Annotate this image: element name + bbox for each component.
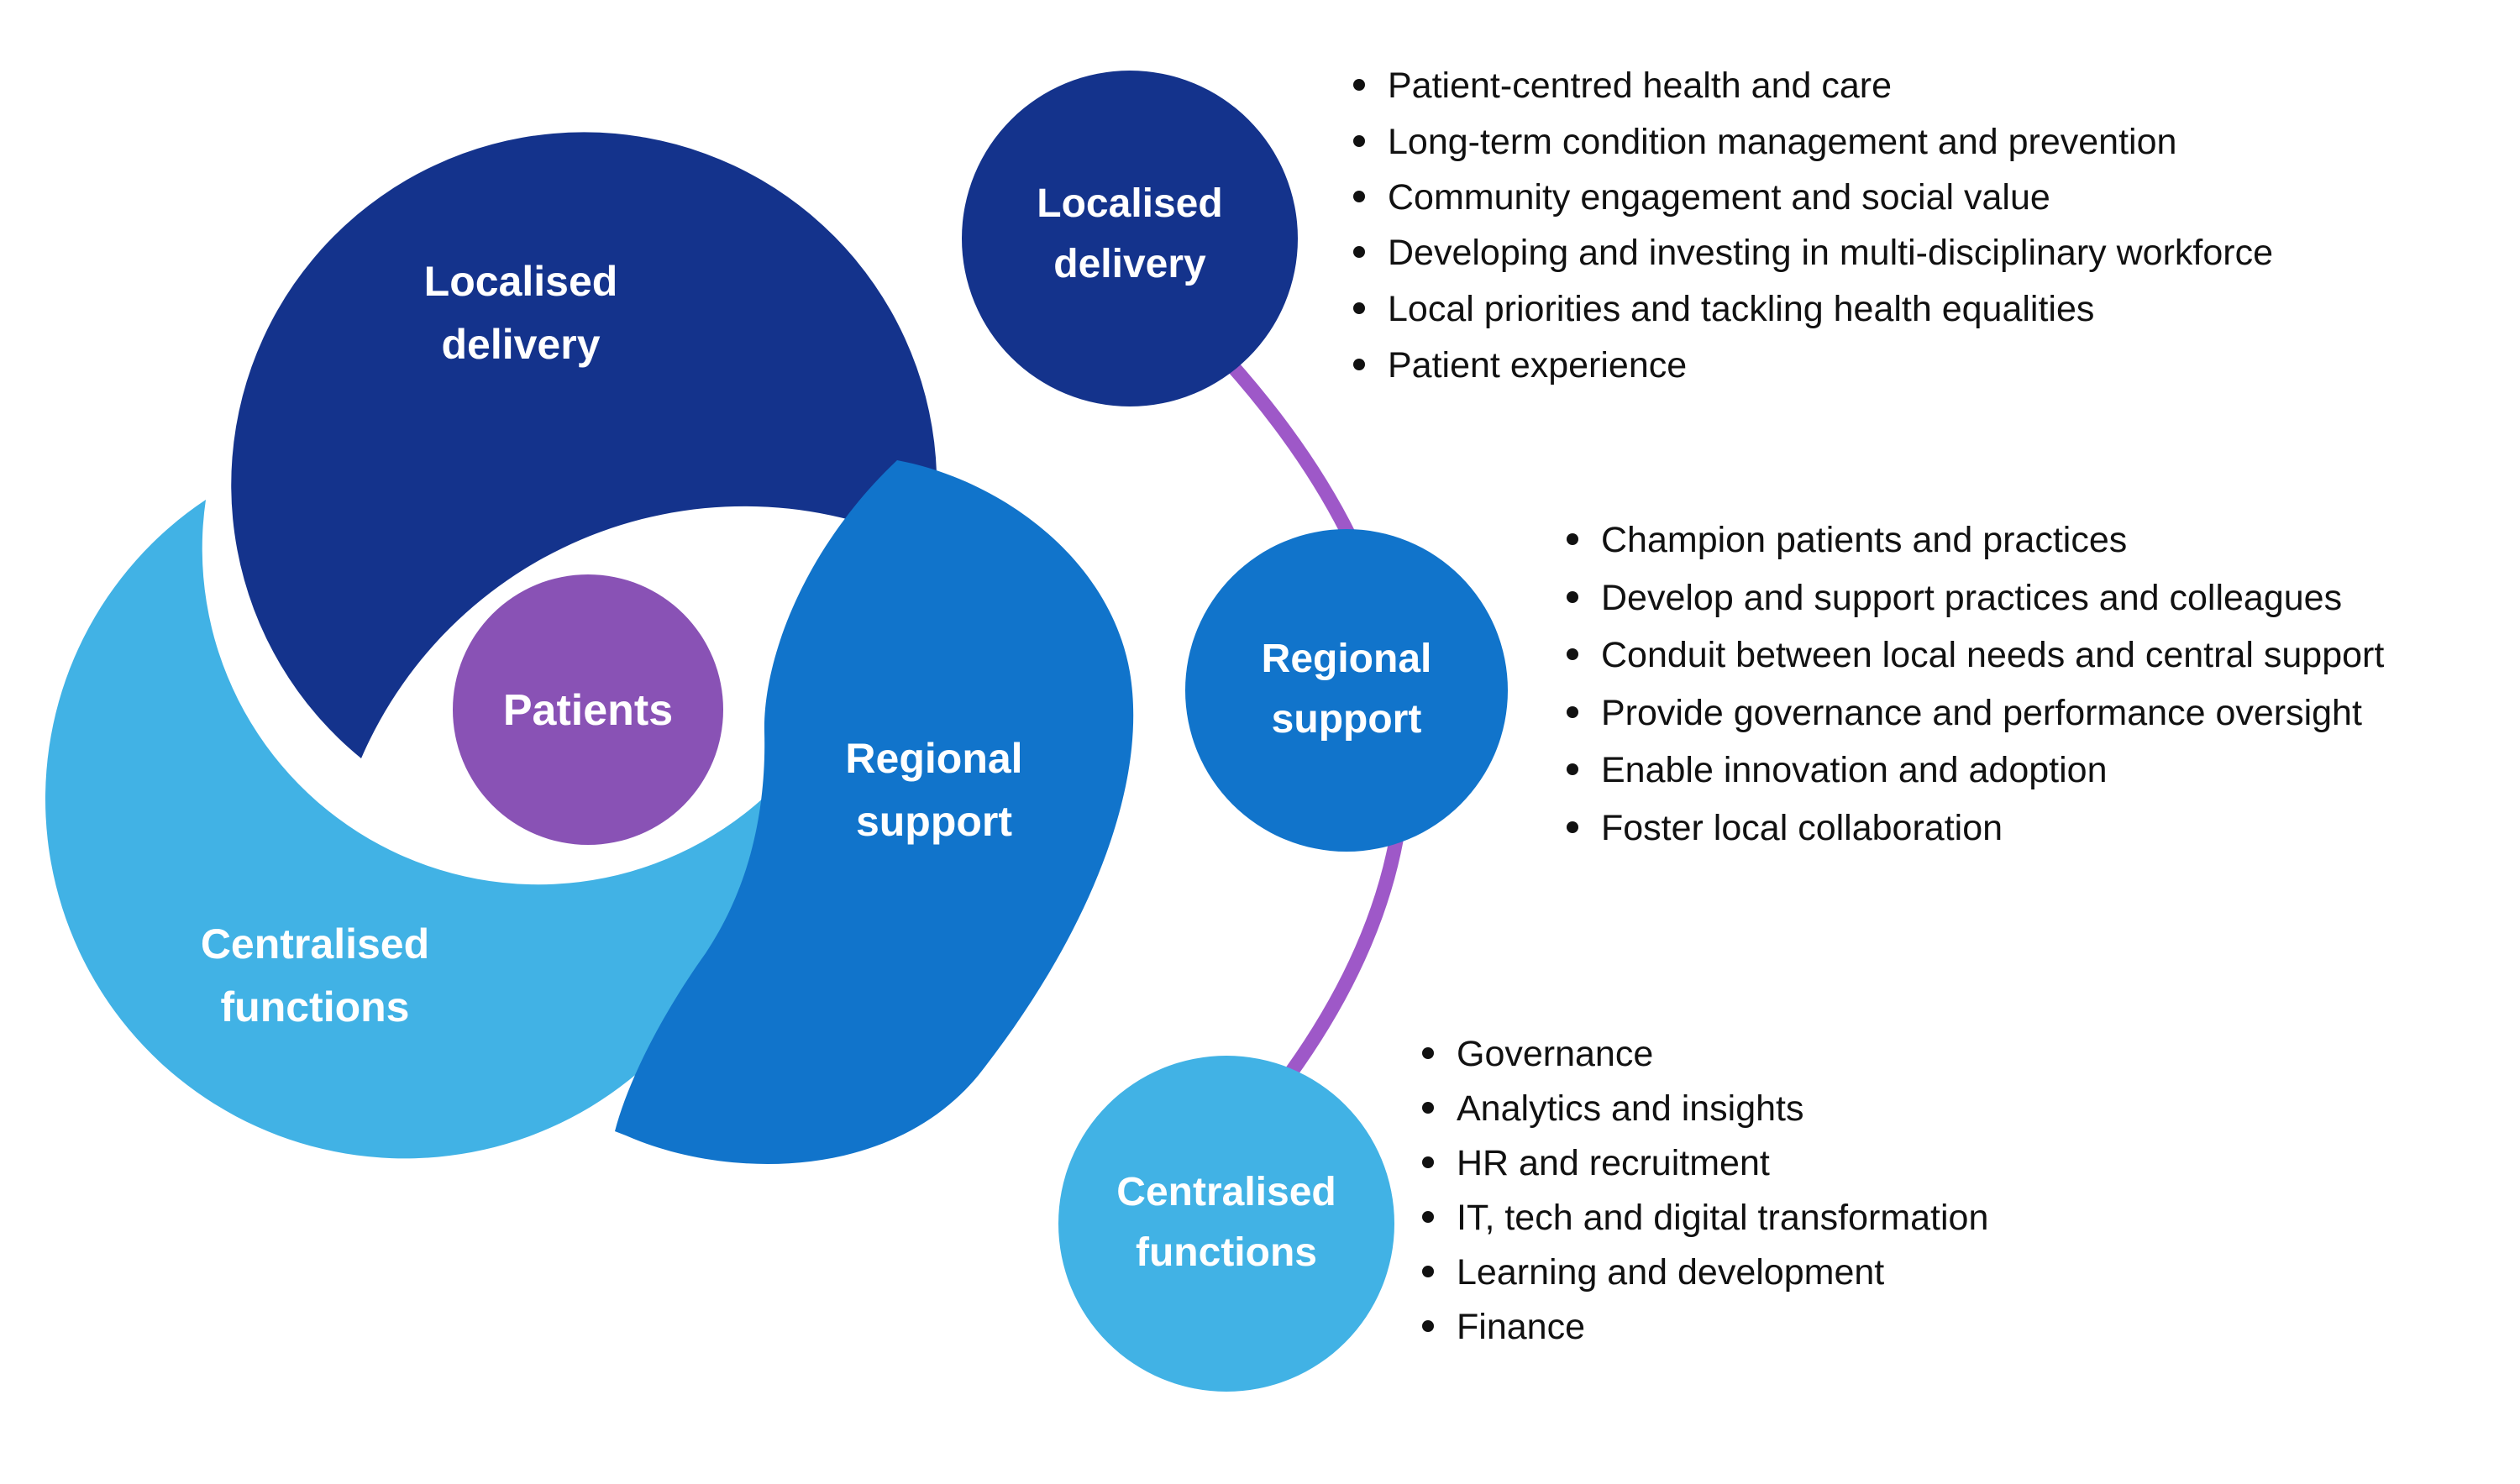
bullet-item-text: Local priorities and tackling health equ… [1388,289,2094,329]
bullet-dot [1422,1211,1434,1223]
list-item: Governance [1422,1034,1653,1074]
blade-label-localised-line2: delivery [441,321,600,368]
bullet-dot [1422,1102,1434,1114]
blade-centralised-functions [45,500,765,1159]
bullet-dot [1567,533,1578,545]
list-item: Community engagement and social value [1353,177,2050,218]
list-item: Developing and investing in multi-discip… [1353,233,2273,273]
bullet-dot [1353,191,1365,202]
bullet-dot [1422,1047,1434,1059]
list-item: Finance [1422,1307,1585,1347]
bullet-dot [1422,1320,1434,1332]
bullet-item-text: Patient-centred health and care [1388,66,1892,106]
bullet-dot [1353,246,1365,258]
satellite-centralised-functions: Centralised functions [1058,1056,1394,1392]
list-item: Conduit between local needs and central … [1567,635,2384,675]
bullet-item-text: Finance [1457,1307,1585,1347]
bullet-item-text: HR and recruitment [1457,1143,1770,1183]
bullet-dot [1353,79,1365,91]
bullet-list-regional-support: Champion patients and practices Develop … [1567,520,2384,848]
satellite-circle-centralised [1058,1056,1394,1392]
bullet-dot [1353,135,1365,147]
blade-localised-delivery [231,132,937,758]
bullet-item-text: Analytics and insights [1457,1088,1804,1129]
blade-label-centralised-line1: Centralised [201,920,429,967]
list-item: Long-term condition management and preve… [1353,122,2176,162]
satellite-label-centralised-line2: functions [1136,1230,1317,1275]
bullet-dot [1353,302,1365,314]
bullet-dot [1353,359,1365,370]
bullet-dot [1567,591,1578,603]
bullet-item-text: Conduit between local needs and central … [1601,635,2384,675]
bullet-item-text: Enable innovation and adoption [1601,750,2108,790]
bullet-item-text: Developing and investing in multi-discip… [1388,233,2273,273]
bullet-item-text: Long-term condition management and preve… [1388,122,2176,162]
satellite-label-regional-line1: Regional [1262,637,1432,681]
blade-label-centralised-line2: functions [221,983,410,1030]
list-item: IT, tech and digital transformation [1422,1198,1988,1238]
satellite-label-regional-line2: support [1272,697,1422,742]
blade-label-regional-line1: Regional [845,735,1022,782]
bullet-list-localised-delivery: Patient-centred health and care Long-ter… [1353,66,2273,385]
bullet-dot [1422,1266,1434,1277]
bullet-dot [1422,1156,1434,1168]
satellite-label-localised-line1: Localised [1037,181,1222,226]
list-item: Analytics and insights [1422,1088,1804,1129]
list-item: Champion patients and practices [1567,520,2127,560]
list-item: Learning and development [1422,1252,1884,1293]
satellite-label-localised-line2: delivery [1053,242,1206,286]
satellite-circle-regional [1185,529,1508,852]
bullet-list-centralised-functions: Governance Analytics and insights HR and… [1422,1034,1988,1347]
list-item: Develop and support practices and collea… [1567,578,2342,618]
satellite-label-centralised-line1: Centralised [1116,1170,1336,1214]
bullet-item-text: Community engagement and social value [1388,177,2050,218]
list-item: Patient-centred health and care [1353,66,1892,106]
bullet-item-text: IT, tech and digital transformation [1457,1198,1988,1238]
blade-regional-support [615,460,1134,1164]
patients-circle [453,574,723,845]
bullet-item-text: Foster local collaboration [1601,808,2003,848]
bullet-dot [1567,706,1578,718]
blade-label-localised-line1: Localised [424,258,618,305]
pinwheel: Localised delivery Regional support Cent… [45,132,1134,1164]
bullet-item-text: Patient experience [1388,345,1687,385]
bullet-item-text: Develop and support practices and collea… [1601,578,2342,618]
list-item: Local priorities and tackling health equ… [1353,289,2094,329]
satellite-circle-localised [962,71,1298,406]
satellite-localised-delivery: Localised delivery [962,71,1298,406]
bullet-item-text: Governance [1457,1034,1653,1074]
list-item: Foster local collaboration [1567,808,2003,848]
satellite-regional-support: Regional support [1185,529,1508,852]
bullet-dot [1567,763,1578,775]
blade-label-regional-line2: support [856,798,1012,845]
list-item: HR and recruitment [1422,1143,1770,1183]
bullet-item-text: Learning and development [1457,1252,1884,1293]
bullet-item-text: Provide governance and performance overs… [1601,693,2362,733]
list-item: Enable innovation and adoption [1567,750,2108,790]
bullet-dot [1567,648,1578,660]
list-item: Provide governance and performance overs… [1567,693,2362,733]
patients-label: Patients [503,686,673,735]
list-item: Patient experience [1353,345,1687,385]
bullet-dot [1567,821,1578,833]
bullet-item-text: Champion patients and practices [1601,520,2127,560]
